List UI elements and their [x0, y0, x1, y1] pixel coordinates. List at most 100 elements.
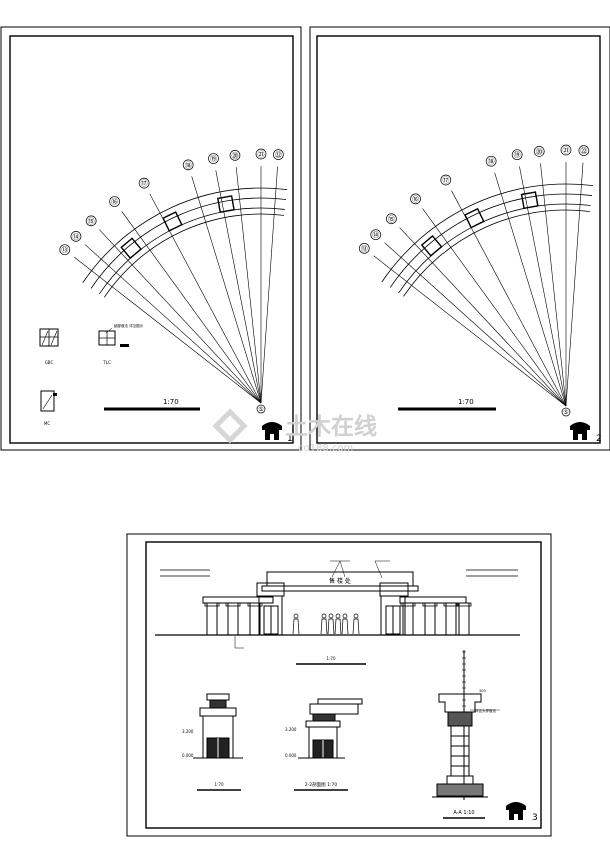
axis-bubble — [208, 153, 219, 164]
axis-label: ⑬ — [61, 246, 68, 254]
pergola-column — [206, 602, 218, 636]
axis-label: ⑯ — [111, 198, 118, 206]
plan-opening — [520, 191, 539, 210]
arc-line — [99, 207, 285, 295]
legend-label-tlc: TLC — [102, 360, 111, 365]
person-head — [321, 613, 327, 619]
radial-axis-line — [373, 255, 567, 407]
sheet-1-logo-icon — [262, 422, 282, 440]
axis-bubble — [358, 243, 370, 254]
axis-bubble — [70, 231, 82, 242]
arc-line — [389, 193, 592, 288]
radial-axis-line — [84, 244, 262, 404]
section-1-drawing — [193, 693, 243, 759]
axis-bubble — [533, 146, 545, 157]
axis-bubble — [370, 229, 382, 241]
elevation-sign-text: 售 楼 处 — [329, 577, 351, 585]
axis-label: ㉑ — [563, 147, 570, 155]
axis-bubble — [109, 196, 120, 207]
watermark-logo-icon — [212, 408, 248, 444]
person-head — [353, 613, 359, 619]
axis-label: ⑳ — [536, 148, 543, 156]
center-bubble — [561, 407, 571, 417]
axis-label: ⑭ — [372, 231, 379, 239]
column-capital — [400, 602, 416, 607]
elevation-gate — [256, 571, 419, 636]
axis-label: ⑲ — [514, 151, 521, 159]
center-label: ⑤ — [563, 409, 568, 416]
sheet-2-logo-icon — [570, 422, 590, 440]
detail-note-2: 详见大样做法 — [475, 708, 496, 713]
axis-label: ⑮ — [388, 215, 395, 223]
pergola-column — [458, 602, 470, 636]
sheet-2-number: 2 — [596, 434, 602, 444]
section-2-level-bottom: 0.000 — [285, 753, 297, 758]
radial-axis-line — [565, 162, 584, 407]
watermark-brand: 土木在线 — [285, 413, 377, 440]
plan-opening — [217, 195, 235, 213]
legend-note-leader — [105, 327, 113, 334]
radial-axis-line — [260, 166, 278, 404]
section-1-level-bottom: 0.000 — [182, 753, 194, 758]
arc-line — [381, 183, 594, 283]
sheet-3-number: 3 — [532, 813, 538, 823]
axis-bubble — [229, 150, 241, 161]
radial-axis-line — [519, 166, 567, 407]
person-body — [327, 618, 335, 635]
axis-label: ⑱ — [185, 161, 192, 169]
column-capital — [204, 602, 220, 607]
detail-caption: A-A 1:10 — [453, 810, 474, 816]
sheet-2-outer-border — [309, 26, 610, 451]
sheet-3-inner-border — [145, 541, 542, 829]
center-bubble — [256, 404, 266, 414]
axis-label: ⑳ — [231, 152, 238, 160]
axis-bubble — [255, 148, 267, 160]
elevation-pergola — [202, 596, 472, 636]
watermark-url: co188.com — [298, 443, 353, 454]
watermark: 土木在线 co188.com — [212, 408, 377, 454]
axis-bubble — [85, 215, 97, 227]
person-head — [342, 613, 348, 619]
plan-opening — [120, 237, 143, 260]
pergola-column — [424, 602, 436, 636]
arc-line — [82, 187, 288, 283]
axis-bubble — [560, 144, 572, 156]
radial-axis-line — [494, 172, 567, 407]
pergola-column — [227, 602, 239, 636]
legend-note: 细部做法 详见图示 — [114, 323, 144, 328]
sheet-3: 售 楼 处 1:70 3.200 0.000 1:70 — [126, 533, 552, 837]
axis-label: ⑱ — [488, 158, 495, 166]
elevation-scale: 1:70 — [327, 656, 336, 661]
sheet-1-inner-border — [9, 35, 294, 444]
axis-bubble — [386, 213, 397, 225]
sheet-2-inner-border — [316, 35, 601, 444]
plan-opening — [162, 211, 183, 232]
axis-label: ㉒ — [580, 147, 587, 155]
person-body — [352, 618, 360, 635]
sheet-2-scale: 1:70 — [458, 398, 474, 406]
sheet-1-scale: 1:70 — [163, 398, 179, 406]
axis-bubble — [182, 159, 194, 171]
legend-symbol-gbc — [39, 328, 59, 347]
column-capital — [443, 602, 459, 607]
pergola-column — [445, 602, 457, 636]
legend-label-gbc: GBC — [45, 360, 54, 365]
axis-bubble — [485, 155, 497, 167]
column-capital — [225, 602, 241, 607]
arc-line — [403, 209, 590, 297]
sheet-1-number: 1 — [287, 434, 293, 444]
axis-label: ⑰ — [141, 180, 148, 188]
sign-leader-lines — [330, 560, 390, 579]
column-capital — [247, 602, 263, 607]
axis-label: ㉑ — [258, 151, 265, 159]
legend-symbol-tlc — [98, 330, 129, 347]
section-2-caption: 2-2剖面图 1:70 — [305, 781, 338, 788]
axis-bubble — [440, 174, 452, 186]
radial-axis-line — [191, 176, 262, 404]
sheet-3-outer-border — [126, 533, 552, 837]
radial-axis-line — [99, 229, 262, 404]
person-head — [293, 613, 299, 619]
